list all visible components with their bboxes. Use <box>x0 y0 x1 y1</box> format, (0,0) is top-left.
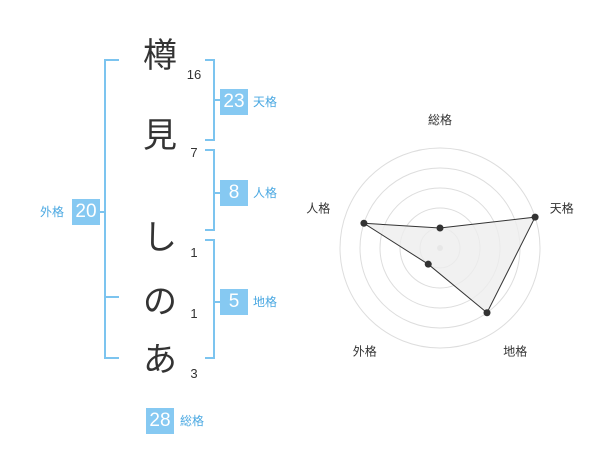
chikaku-bracket <box>205 239 215 359</box>
chikaku-label: 地格 <box>253 295 278 309</box>
jinkaku-bracket <box>205 149 215 231</box>
jinkaku-value: 8 <box>220 180 248 206</box>
radar-axis-label-4: 外格 <box>353 344 377 359</box>
radar-axis-label-1: 総格 <box>428 112 452 127</box>
stroke-count-1: 16 <box>186 67 202 82</box>
name-char-3: し <box>143 218 177 258</box>
jinkaku-label: 人格 <box>253 186 278 200</box>
radar-point-1 <box>436 224 444 232</box>
name-char-4: の <box>143 282 177 322</box>
tenkaku-value: 23 <box>220 89 248 115</box>
soukaku-label: 総格 <box>180 414 205 428</box>
radar-axis-label-5: 人格 <box>306 200 330 215</box>
name-char-2: 見 <box>143 116 177 156</box>
radar-grid-ring <box>339 147 541 349</box>
stroke-count-2: 7 <box>190 145 198 160</box>
name-char-1: 樽 <box>143 36 177 76</box>
radar-point-2 <box>531 213 539 221</box>
gaikaku-label: 外格 <box>40 205 65 219</box>
radar-axis-label-3: 地格 <box>503 344 527 359</box>
gaikaku-value: 20 <box>72 199 100 225</box>
soukaku-value: 28 <box>146 408 174 434</box>
radar-axis-label-2: 天格 <box>550 200 574 215</box>
radar-area <box>363 216 536 314</box>
stroke-count-5: 3 <box>190 366 198 381</box>
radar-point-3 <box>483 309 491 317</box>
tenkaku-label: 天格 <box>253 95 278 109</box>
stroke-count-4: 1 <box>190 306 198 321</box>
chikaku-value: 5 <box>220 289 248 315</box>
radar-point-5 <box>360 219 368 227</box>
radar-point-4 <box>424 260 432 268</box>
gaikaku-bracket <box>104 59 119 359</box>
name-char-5: あ <box>143 340 177 380</box>
stroke-count-3: 1 <box>190 245 198 260</box>
